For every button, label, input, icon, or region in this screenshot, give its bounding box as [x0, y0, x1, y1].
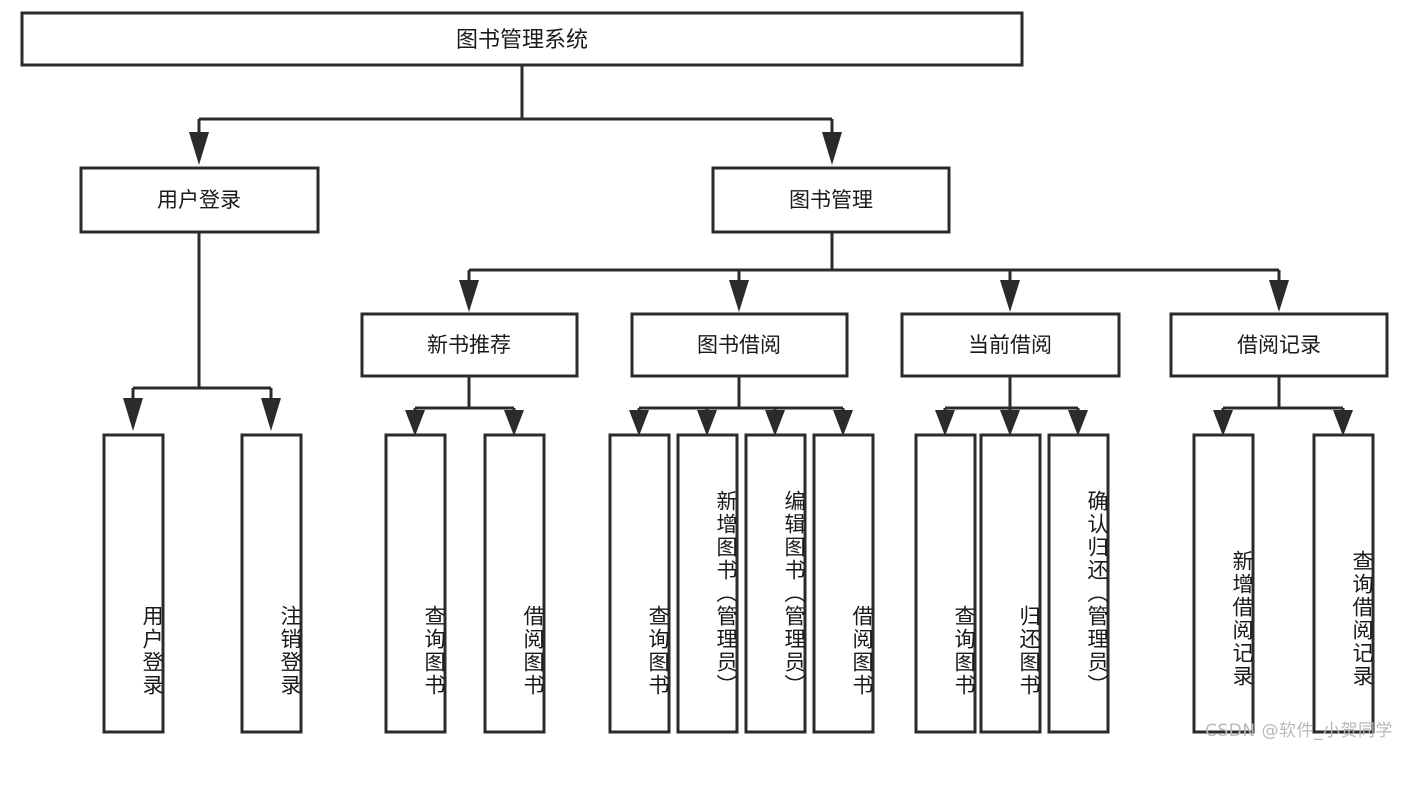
- node-leaf-return-book-box[interactable]: [979, 433, 1042, 734]
- arrowhead-leaf-query-record: [1333, 410, 1353, 436]
- arrowhead-leaf-query-book-2: [629, 410, 649, 436]
- node-leaf-borrow-book-2-box[interactable]: [812, 433, 875, 734]
- node-new-book-rec-label: 新书推荐: [427, 333, 511, 357]
- node-leaf-query-book-2-box[interactable]: [608, 433, 671, 734]
- node-root-box[interactable]: [20, 11, 1024, 67]
- csdn-watermark: CSDN @软件_小贺同学: [1205, 721, 1393, 741]
- arrowhead-leaf-logout: [261, 398, 281, 431]
- arrowhead-book-borrow: [729, 280, 749, 312]
- arrowhead-book-manage: [822, 132, 842, 165]
- flowchart-svg: 图书管理系统 用户登录 图书管理 新书推荐 图书借阅 当前借阅 借阅记录: [20, 11, 1389, 734]
- arrowhead-leaf-add-book: [697, 410, 717, 436]
- node-leaf-query-book-1-box[interactable]: [384, 433, 447, 734]
- arrowhead-leaf-confirm-return: [1068, 410, 1088, 436]
- arrowhead-leaf-add-record: [1213, 410, 1233, 436]
- arrowhead-new-book-rec: [459, 280, 479, 312]
- node-borrow-record[interactable]: 借阅记录: [1169, 312, 1389, 378]
- arrowhead-leaf-borrow-book-1: [504, 410, 524, 436]
- node-root[interactable]: 图书管理系统: [20, 11, 1024, 67]
- node-new-book-rec[interactable]: 新书推荐: [360, 312, 579, 378]
- node-root-label: 图书管理系统: [456, 28, 588, 53]
- arrowhead-current-borrow: [1000, 280, 1020, 312]
- arrowhead-borrow-record: [1269, 280, 1289, 312]
- edge-currentborrow-bus: [943, 376, 1080, 414]
- node-book-borrow-box[interactable]: [630, 312, 849, 378]
- node-leaf-add-book-box[interactable]: [676, 433, 739, 734]
- arrowhead-user-login: [189, 132, 209, 165]
- arrowhead-leaf-query-book-3: [935, 410, 955, 436]
- arrowhead-leaf-query-book-1: [405, 410, 425, 436]
- node-user-login[interactable]: 用户登录: [79, 166, 320, 234]
- node-current-borrow-label: 当前借阅: [968, 333, 1052, 357]
- edge-borrowrecord-bus: [1221, 376, 1345, 414]
- node-current-borrow[interactable]: 当前借阅: [900, 312, 1121, 378]
- node-book-borrow[interactable]: 图书借阅: [630, 312, 849, 378]
- arrowhead-leaf-edit-book: [765, 410, 785, 436]
- arrowhead-leaf-borrow-book-2: [833, 410, 853, 436]
- edge-userlogin-bus: [131, 232, 273, 400]
- node-leaf-logout-box[interactable]: [240, 433, 303, 734]
- node-leaf-edit-book-box[interactable]: [744, 433, 807, 734]
- edge-root-bus: [197, 65, 834, 135]
- node-borrow-record-box[interactable]: [1169, 312, 1389, 378]
- node-leaf-query-book-3-box[interactable]: [914, 433, 977, 734]
- arrowhead-leaf-return-book: [1000, 410, 1020, 436]
- edge-newbook-bus: [413, 376, 516, 414]
- node-leaf-user-login-box[interactable]: [102, 433, 165, 734]
- node-new-book-rec-box[interactable]: [360, 312, 579, 378]
- node-current-borrow-box[interactable]: [900, 312, 1121, 378]
- node-leaf-confirm-return-box[interactable]: [1047, 433, 1110, 734]
- node-user-login-box[interactable]: [79, 166, 320, 234]
- node-user-login-label: 用户登录: [157, 188, 241, 212]
- node-book-borrow-label: 图书借阅: [697, 333, 781, 357]
- node-leaf-borrow-book-1-box[interactable]: [483, 433, 546, 734]
- node-leaf-add-record-box[interactable]: [1192, 433, 1255, 734]
- node-leaf-query-record-box[interactable]: [1312, 433, 1375, 734]
- node-borrow-record-label: 借阅记录: [1237, 333, 1321, 357]
- arrowhead-leaf-user-login: [123, 398, 143, 431]
- connector-group: [123, 65, 1353, 436]
- node-book-manage[interactable]: 图书管理: [711, 166, 951, 234]
- flowchart-canvas: 图书管理系统 用户登录 图书管理 新书推荐 图书借阅 当前借阅 借阅记录: [20, 11, 1393, 741]
- edge-bookmanage-bus: [467, 232, 1281, 282]
- node-book-manage-label: 图书管理: [789, 188, 873, 212]
- node-book-manage-box[interactable]: [711, 166, 951, 234]
- edge-bookborrow-bus: [637, 376, 845, 414]
